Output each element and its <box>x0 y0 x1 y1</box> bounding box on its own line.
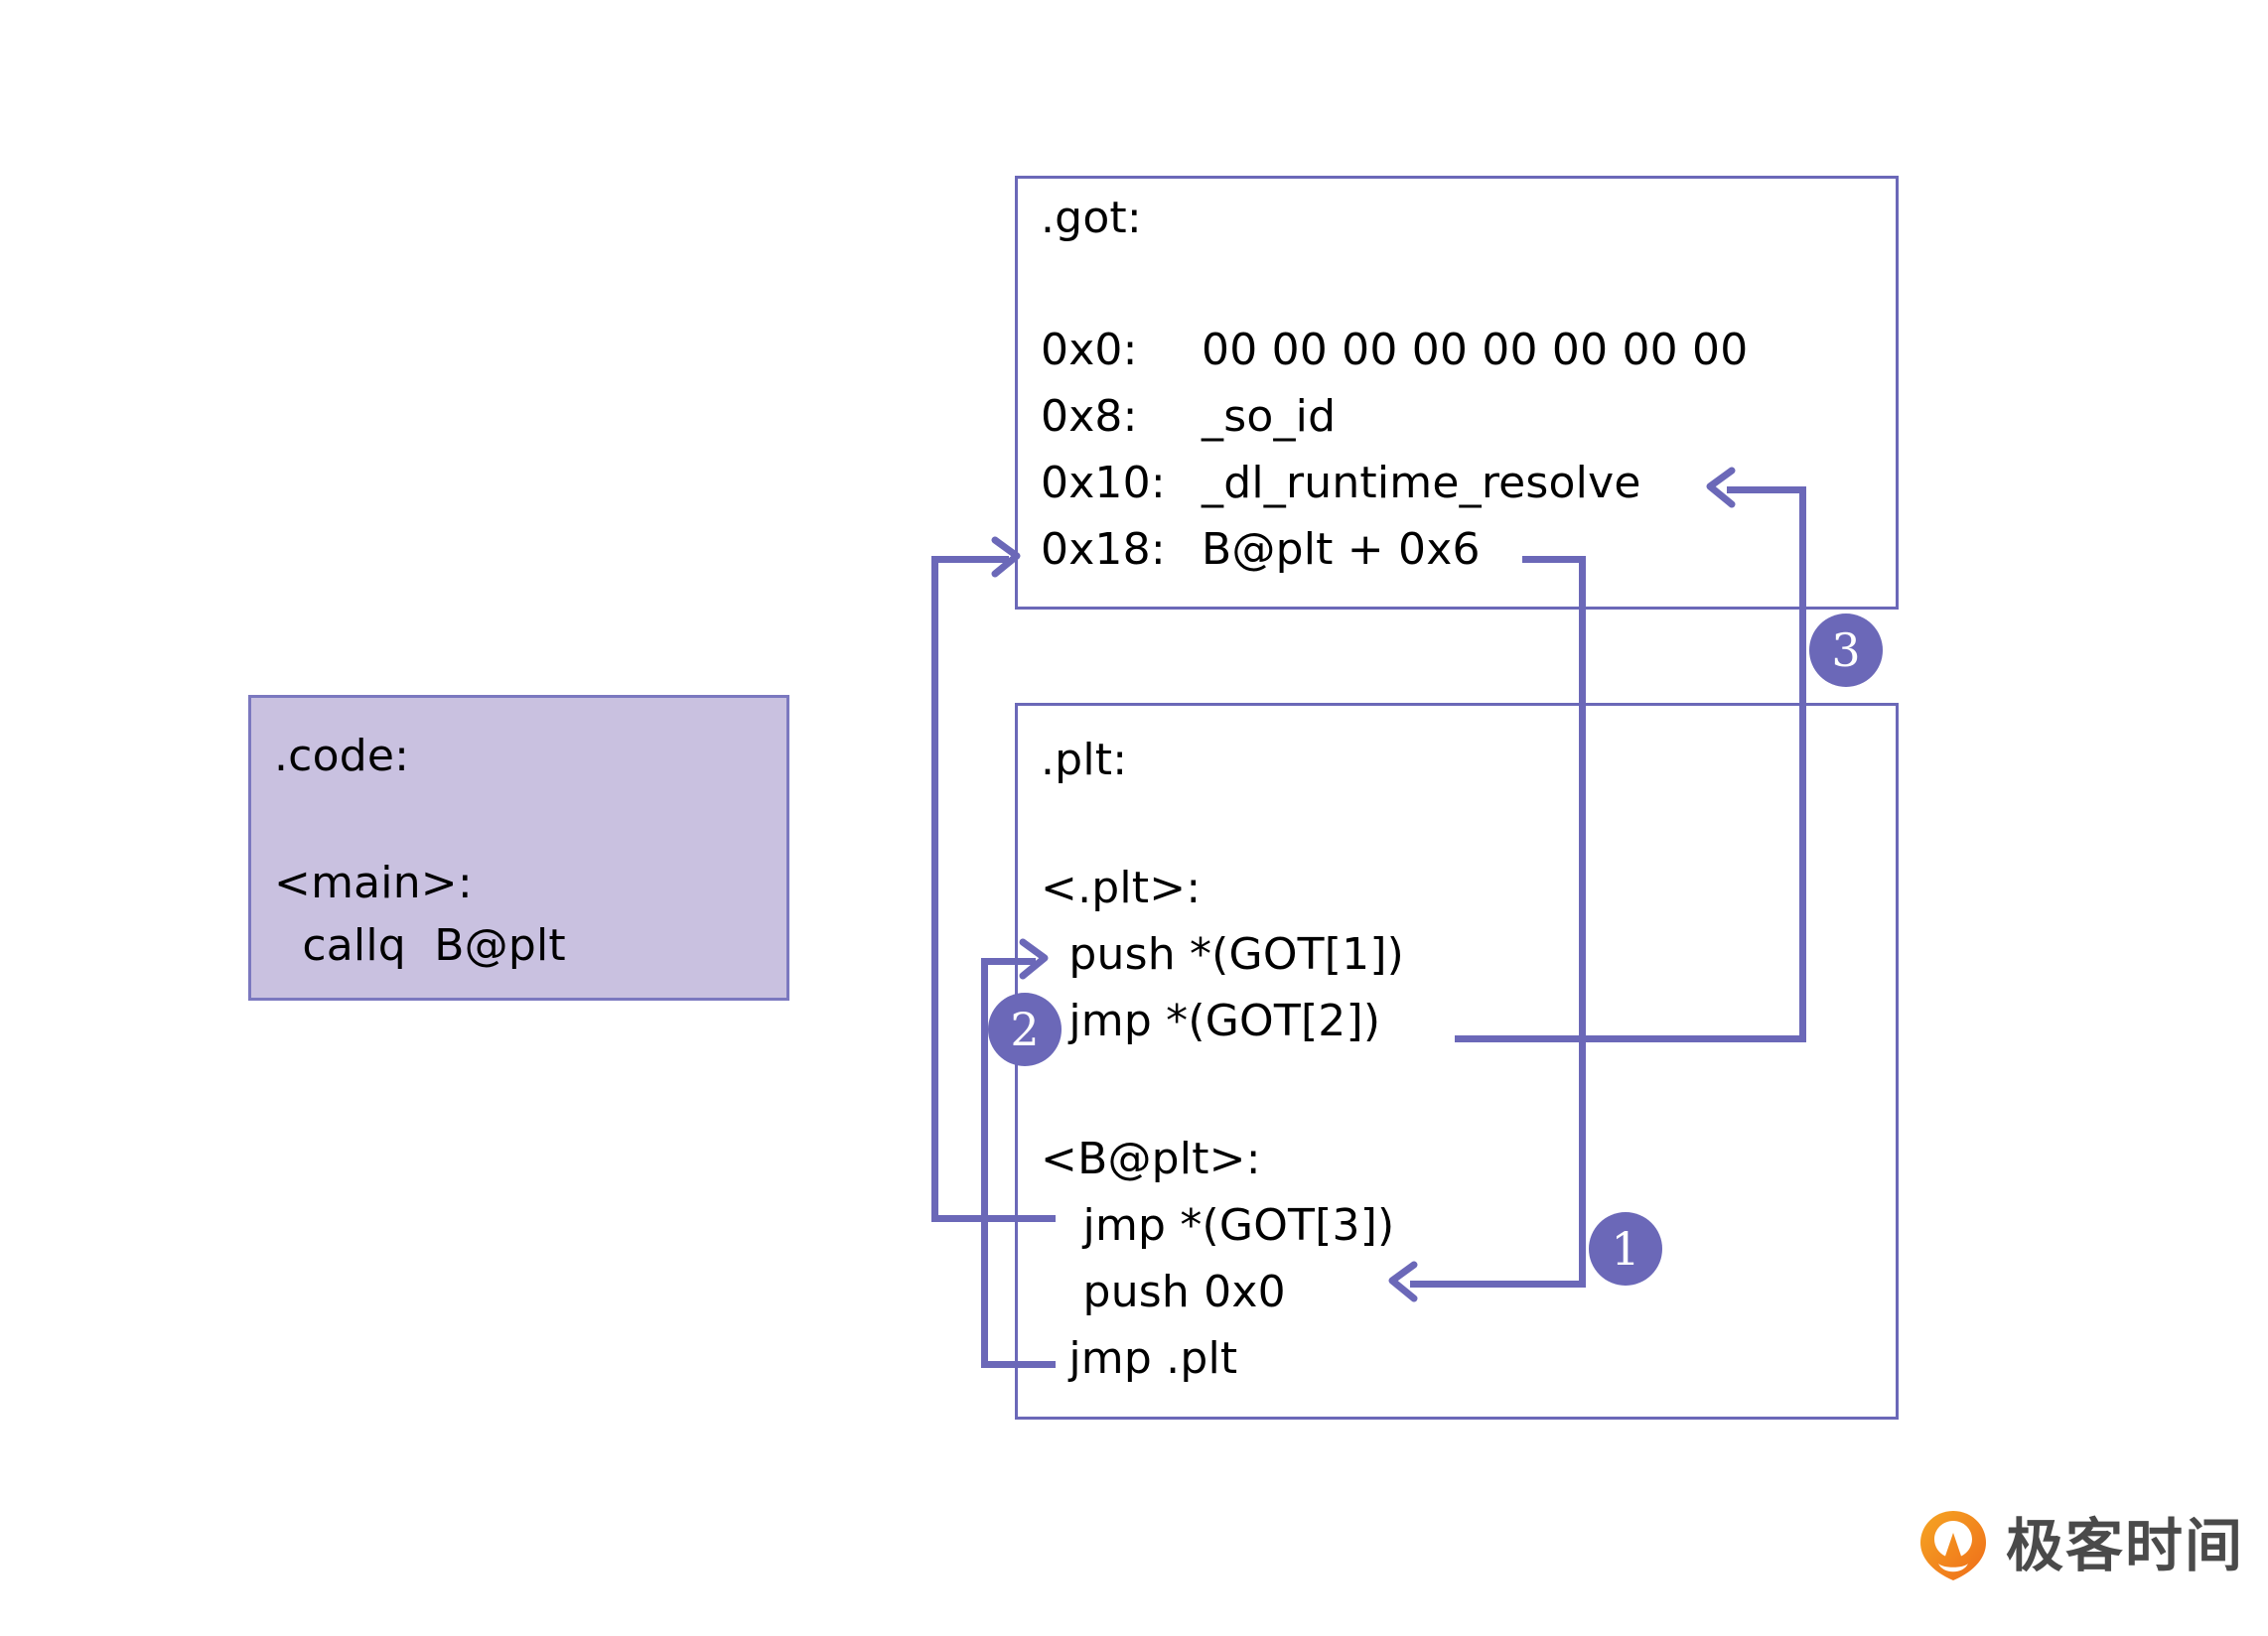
geekbang-logo-icon <box>1916 1509 1990 1582</box>
plt0-label: <.plt>: <box>1041 863 1202 913</box>
connector-jmpplt-stub <box>981 1361 1056 1368</box>
got-entry-value-2: _dl_runtime_resolve <box>1202 458 1641 508</box>
bplt-line-push-0x0: push 0x0 <box>1041 1267 1286 1317</box>
plt-section-label: .plt: <box>1041 735 1128 785</box>
arrowhead-into-got-0x18 <box>991 536 1021 578</box>
connector-got3-horizontal <box>931 556 1009 563</box>
got-section-box <box>1015 176 1899 610</box>
connector-bplt6-stub <box>1522 556 1586 563</box>
code-section-box <box>248 695 789 1001</box>
got-entry-address-2: 0x10: <box>1041 458 1166 508</box>
connector-got3-vertical <box>931 556 938 1219</box>
arrowhead-into-push-0x0 <box>1388 1261 1418 1302</box>
step-badge-3: 3 <box>1809 614 1883 687</box>
connector-jmpplt-horizontal <box>981 958 1036 965</box>
connector-got3-stub <box>931 1215 1056 1222</box>
plt0-line-jmp: jmp *(GOT[2]) <box>1041 996 1381 1046</box>
brand-name: 极客时间 <box>2006 1512 2245 1579</box>
connector-bplt6-horizontal <box>1410 1281 1586 1288</box>
got-section-label: .got: <box>1041 193 1142 243</box>
step-badge-2: 2 <box>988 993 1062 1066</box>
code-section-label: .code: <box>274 731 410 781</box>
arrowhead-into-plt0-push <box>1019 938 1049 980</box>
step-badge-1: 1 <box>1589 1212 1662 1286</box>
connector-got2-vertical <box>1799 486 1806 1042</box>
plt0-line-push: push *(GOT[1]) <box>1041 929 1405 980</box>
got-entry-address-0: 0x0: <box>1041 325 1138 375</box>
bplt-line-jmp-got3: jmp *(GOT[3]) <box>1041 1200 1395 1251</box>
got-entry-value-3: B@plt + 0x6 <box>1202 524 1481 575</box>
connector-bplt6-vertical <box>1579 556 1586 1288</box>
got-entry-value-1: _so_id <box>1202 391 1337 442</box>
code-line-main-label: <main>: <box>274 858 473 908</box>
brand-logo: 极客时间 <box>1916 1509 2244 1582</box>
connector-jmpplt-vertical <box>981 958 988 1368</box>
connector-got2-horizontal-bottom <box>1455 1035 1805 1042</box>
bplt-line-jmp-plt: jmp .plt <box>1041 1333 1238 1384</box>
got-entry-address-1: 0x8: <box>1041 391 1138 442</box>
arrowhead-into-dl-runtime-resolve <box>1706 467 1736 508</box>
code-line-callq: callq B@plt <box>274 920 566 971</box>
got-entry-address-3: 0x18: <box>1041 524 1166 575</box>
bplt-label: <B@plt>: <box>1041 1134 1261 1184</box>
connector-got2-horizontal-top <box>1727 486 1806 493</box>
got-entry-value-0: 00 00 00 00 00 00 00 00 <box>1202 325 1749 375</box>
